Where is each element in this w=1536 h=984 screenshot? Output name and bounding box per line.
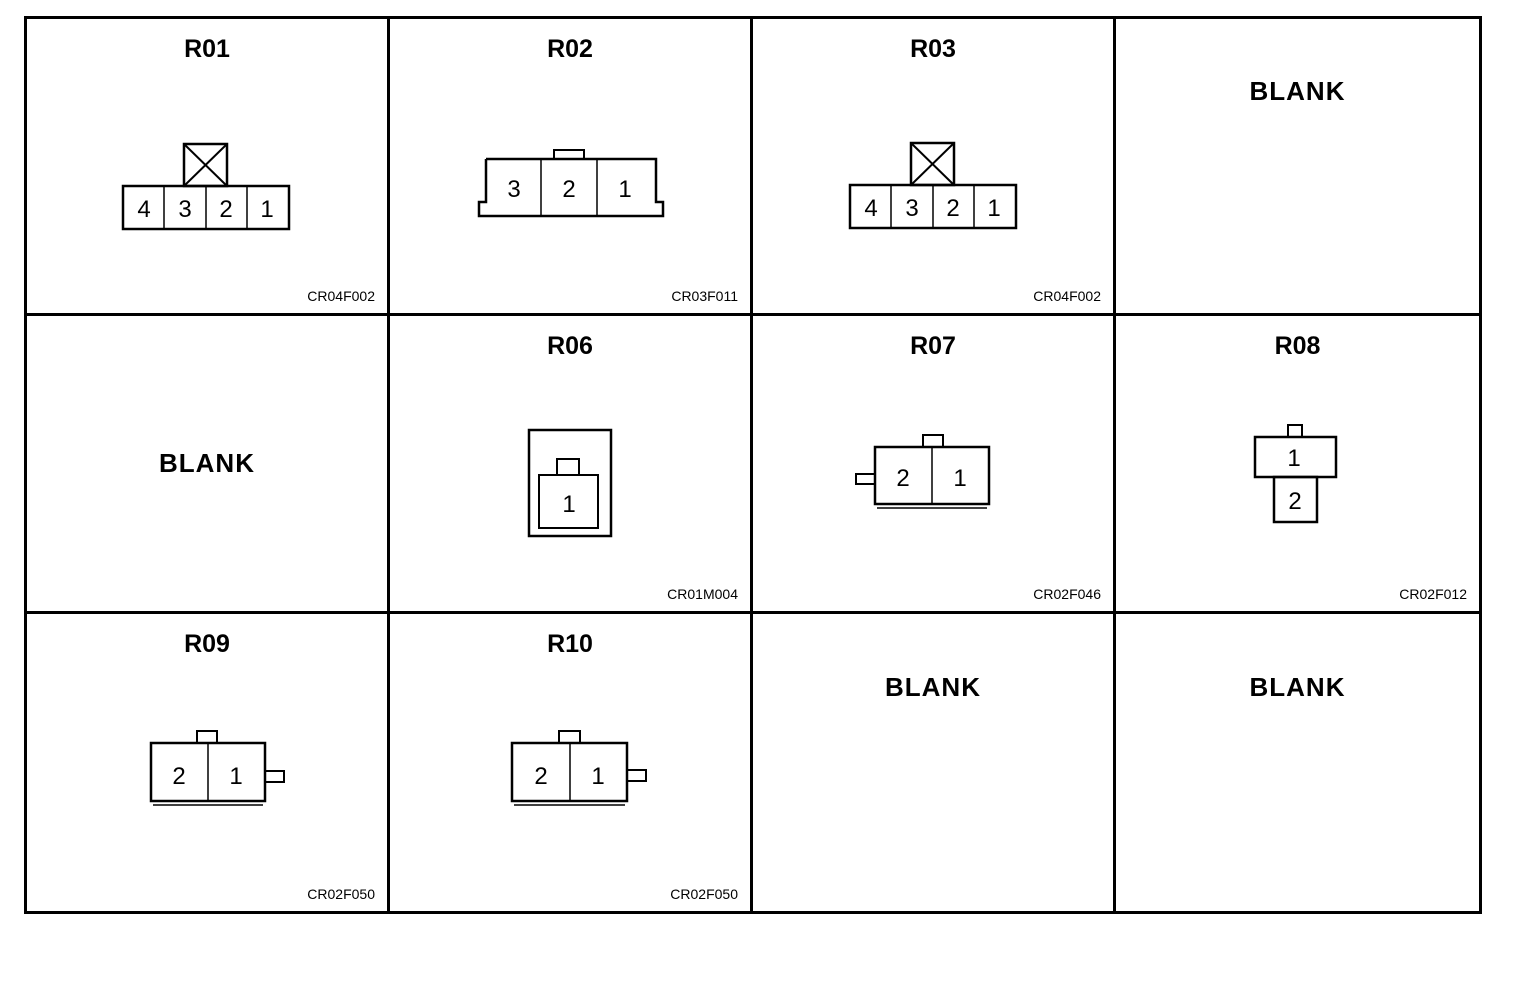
blank-label: BLANK [885,671,981,702]
pin-label: 1 [229,763,242,790]
connector-r01-diagram: 4 3 2 1 [121,142,291,231]
latch-tab [556,458,580,477]
pin-label: 1 [260,196,273,223]
latch-tab [196,729,218,744]
pin-label: 2 [219,196,232,223]
latch-tab [558,729,581,744]
cell-r10: R10 2 1 CR02F050 [390,613,753,911]
lock-cross [910,142,955,186]
connector-code: CR03F011 [671,288,738,305]
connector-r02-diagram: 3 2 1 [477,149,665,218]
connector-title: R03 [910,35,956,63]
cell-r03: R03 4 3 2 1 CR04F002 [753,19,1116,317]
pin-label: 1 [562,491,575,518]
cell-r07: R07 2 1 CR02F046 [753,316,1116,614]
side-tab [855,473,876,486]
connector-code: CR02F050 [307,886,375,902]
cell-blank: BLANK [1116,614,1479,911]
latch-tab [922,434,944,449]
connector-housing [527,429,613,538]
pin-label: 2 [562,176,575,203]
connector-code: CR02F046 [1033,585,1101,602]
cell-r06: R06 1 CR01M004 [390,316,753,614]
connector-code: CR02F012 [1399,585,1467,602]
connector-title: R10 [547,629,593,658]
connector-body [477,157,665,218]
cell-r02: R02 3 2 1 CR03F011 [390,19,753,317]
pin-label: 3 [905,195,918,222]
connector-title: R08 [1274,332,1321,361]
latch-tab [1287,424,1303,439]
cell-r01: R01 4 3 2 1 CR04F002 [27,19,390,317]
connector-code: CR04F002 [307,288,375,305]
cell-blank: BLANK [1116,19,1479,317]
connector-title: R01 [184,35,230,63]
pin-label: 1 [591,763,604,790]
connector-body [538,474,599,530]
connector-code: CR01M004 [667,585,738,602]
pin-label: 1 [618,176,631,203]
pin-label: 1 [1287,445,1300,472]
cell-r09: R09 2 1 CR02F050 [27,613,390,911]
pin-label: 3 [507,176,520,203]
connector-r10-diagram: 2 1 [510,729,647,806]
cell-blank: BLANK [753,613,1116,911]
connector-r09-diagram: 2 1 [149,729,285,806]
lock-cross [183,143,228,187]
blank-label: BLANK [1249,671,1346,702]
connector-r08-diagram: 1 2 [1253,424,1338,524]
connector-grid: R01 4 3 2 1 CR04F002 R02 3 2 1 CR03F011 [24,16,1482,914]
connector-r07-diagram: 2 1 [855,434,991,510]
connector-body-bottom [1272,476,1319,524]
side-tab [626,768,647,782]
connector-title: R02 [547,35,593,63]
connector-code: CR04F002 [1033,288,1101,305]
pin-label: 3 [178,196,191,223]
cell-r08: R08 1 2 CR02F012 [1116,316,1479,614]
pin-label: 2 [534,763,547,790]
connector-title: R09 [184,629,230,658]
pin-label: 1 [987,195,1000,222]
pin-label: 2 [1288,488,1301,515]
connector-title: R07 [910,332,956,361]
connector-code: CR02F050 [670,886,738,902]
pin-label: 2 [946,195,959,222]
blank-label: BLANK [159,447,255,478]
side-tab [264,769,285,783]
connector-r03-diagram: 4 3 2 1 [848,141,1018,230]
connector-r06-diagram: 1 [527,429,613,538]
cell-blank: BLANK [27,316,390,614]
pin-label: 4 [137,196,150,223]
pin-label: 2 [172,763,185,790]
latch-tab [553,149,585,160]
pin-label: 4 [864,195,877,222]
blank-label: BLANK [1249,75,1346,106]
pin-label: 1 [953,465,966,492]
connector-title: R06 [547,332,593,361]
pin-label: 2 [896,465,909,492]
